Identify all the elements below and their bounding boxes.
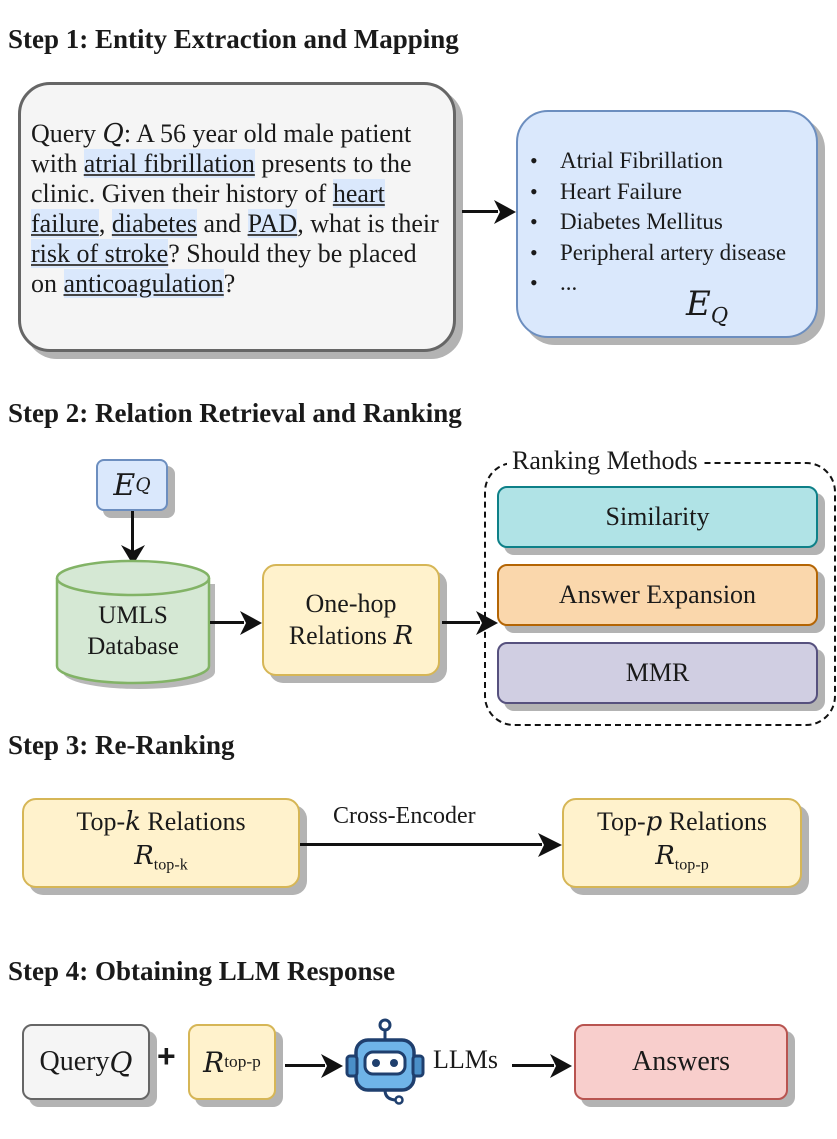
r-sub: top-p — [224, 1052, 261, 1071]
query-prefix: Query — [31, 119, 103, 148]
query-q-box: Query Q — [22, 1024, 150, 1100]
entity-item: Atrial Fibrillation — [530, 146, 806, 177]
answers-box: Answers — [574, 1024, 788, 1100]
topk-line: Top-k Relations — [76, 805, 245, 839]
r-symbol: R — [203, 1045, 225, 1079]
topk-sub: top-k — [153, 856, 188, 874]
arrow-topk-to-topp — [300, 843, 542, 846]
topp-text: Relations — [662, 806, 768, 836]
arrowhead — [321, 1054, 343, 1078]
query-text: : A 56 year old male patient with — [31, 119, 412, 178]
q-symbol: Q — [109, 1045, 133, 1079]
plus-sign: + — [157, 1038, 176, 1074]
arrow-llm-to-answers — [512, 1064, 554, 1067]
database-label-line: UMLS — [98, 602, 168, 629]
query-text: , — [98, 209, 112, 238]
cross-encoder-label: Cross-Encoder — [333, 803, 476, 829]
arrowhead — [121, 545, 145, 565]
query-text: ? — [223, 269, 236, 298]
entity-item: Heart Failure — [530, 177, 806, 208]
entity-item: Diabetes Mellitus — [530, 207, 806, 238]
onehop-line: One-hop — [305, 589, 397, 618]
r-symbol: R — [655, 840, 675, 871]
entity-highlight: risk of stroke — [31, 239, 169, 268]
database-icon — [55, 559, 215, 689]
query-text: Query — [39, 1046, 110, 1077]
database-label: UMLS Database — [57, 600, 209, 662]
query-text: ? Should they be placed on — [31, 239, 417, 298]
arrowhead — [240, 611, 262, 635]
arrow-db-to-onehop — [210, 621, 244, 624]
k-symbol: k — [125, 806, 141, 837]
topk-text: Top- — [76, 806, 126, 836]
entity-highlight: diabetes — [111, 209, 198, 238]
arrowhead — [538, 833, 562, 857]
topp-line: Rtop-p — [655, 839, 709, 882]
topp-text: Top- — [596, 806, 646, 836]
eq-base: E — [686, 284, 711, 324]
topp-relations-box: Top-p Relations Rtop-p — [562, 798, 802, 888]
entity-item: Peripheral artery disease — [530, 238, 806, 269]
step4-title: Step 4: Obtaining LLM Response — [8, 956, 396, 986]
query-box: Query Q: A 56 year old male patient with… — [18, 82, 456, 352]
step2-title: Step 2: Relation Retrieval and Ranking — [8, 398, 462, 428]
robot-icon — [345, 1018, 425, 1105]
topk-text: Relations — [140, 806, 246, 836]
eq-sub: Q — [135, 474, 151, 496]
onehop-relations-box: One-hop Relations R — [262, 564, 440, 676]
database-label-line: Database — [87, 633, 179, 660]
method-similarity: Similarity — [497, 486, 818, 548]
topk-line: Rtop-k — [134, 839, 188, 882]
step3-title: Step 3: Re-Ranking — [8, 730, 235, 760]
r-symbol: R — [393, 621, 414, 651]
arrow-eq-to-db — [131, 511, 134, 551]
entity-highlight: anticoagulation — [63, 269, 224, 298]
arrow-r-to-llm — [285, 1064, 325, 1067]
query-text: and — [197, 209, 248, 238]
eq-base: E — [113, 467, 136, 503]
query-q-symbol: Q — [102, 119, 124, 149]
query-text: presents to the clinic. Given their hist… — [31, 149, 412, 208]
arrowhead — [494, 200, 516, 224]
r-symbol: R — [134, 840, 154, 871]
arrow-query-to-entities — [462, 210, 498, 213]
arrow-onehop-to-ranking — [442, 621, 480, 624]
onehop-line: Relations R — [289, 620, 413, 652]
entity-highlight: PAD — [247, 209, 298, 238]
query-text: , what is their — [297, 209, 439, 238]
step1-title: Step 1: Entity Extraction and Mapping — [8, 24, 459, 54]
method-answer-expansion: Answer Expansion — [497, 564, 818, 626]
entity-list: Atrial Fibrillation Heart Failure Diabet… — [530, 146, 806, 299]
llm-label: LLMs — [433, 1045, 498, 1074]
arrowhead — [476, 611, 498, 635]
topp-sub: top-p — [674, 856, 709, 874]
entity-item: ... — [530, 268, 806, 299]
entity-list-box: Atrial Fibrillation Heart Failure Diabet… — [516, 110, 818, 338]
eq-sub: Q — [710, 302, 729, 328]
onehop-text: Relations — [288, 621, 394, 650]
p-symbol: p — [645, 806, 663, 837]
ranking-methods-title: Ranking Methods — [507, 446, 703, 476]
topk-relations-box: Top-k Relations Rtop-k — [22, 798, 300, 888]
topp-line: Top-p Relations — [597, 805, 767, 839]
eq-label: EQ — [686, 284, 728, 327]
arrowhead — [550, 1054, 572, 1078]
method-mmr: MMR — [497, 642, 818, 704]
entity-highlight: atrial fibrillation — [83, 149, 255, 178]
